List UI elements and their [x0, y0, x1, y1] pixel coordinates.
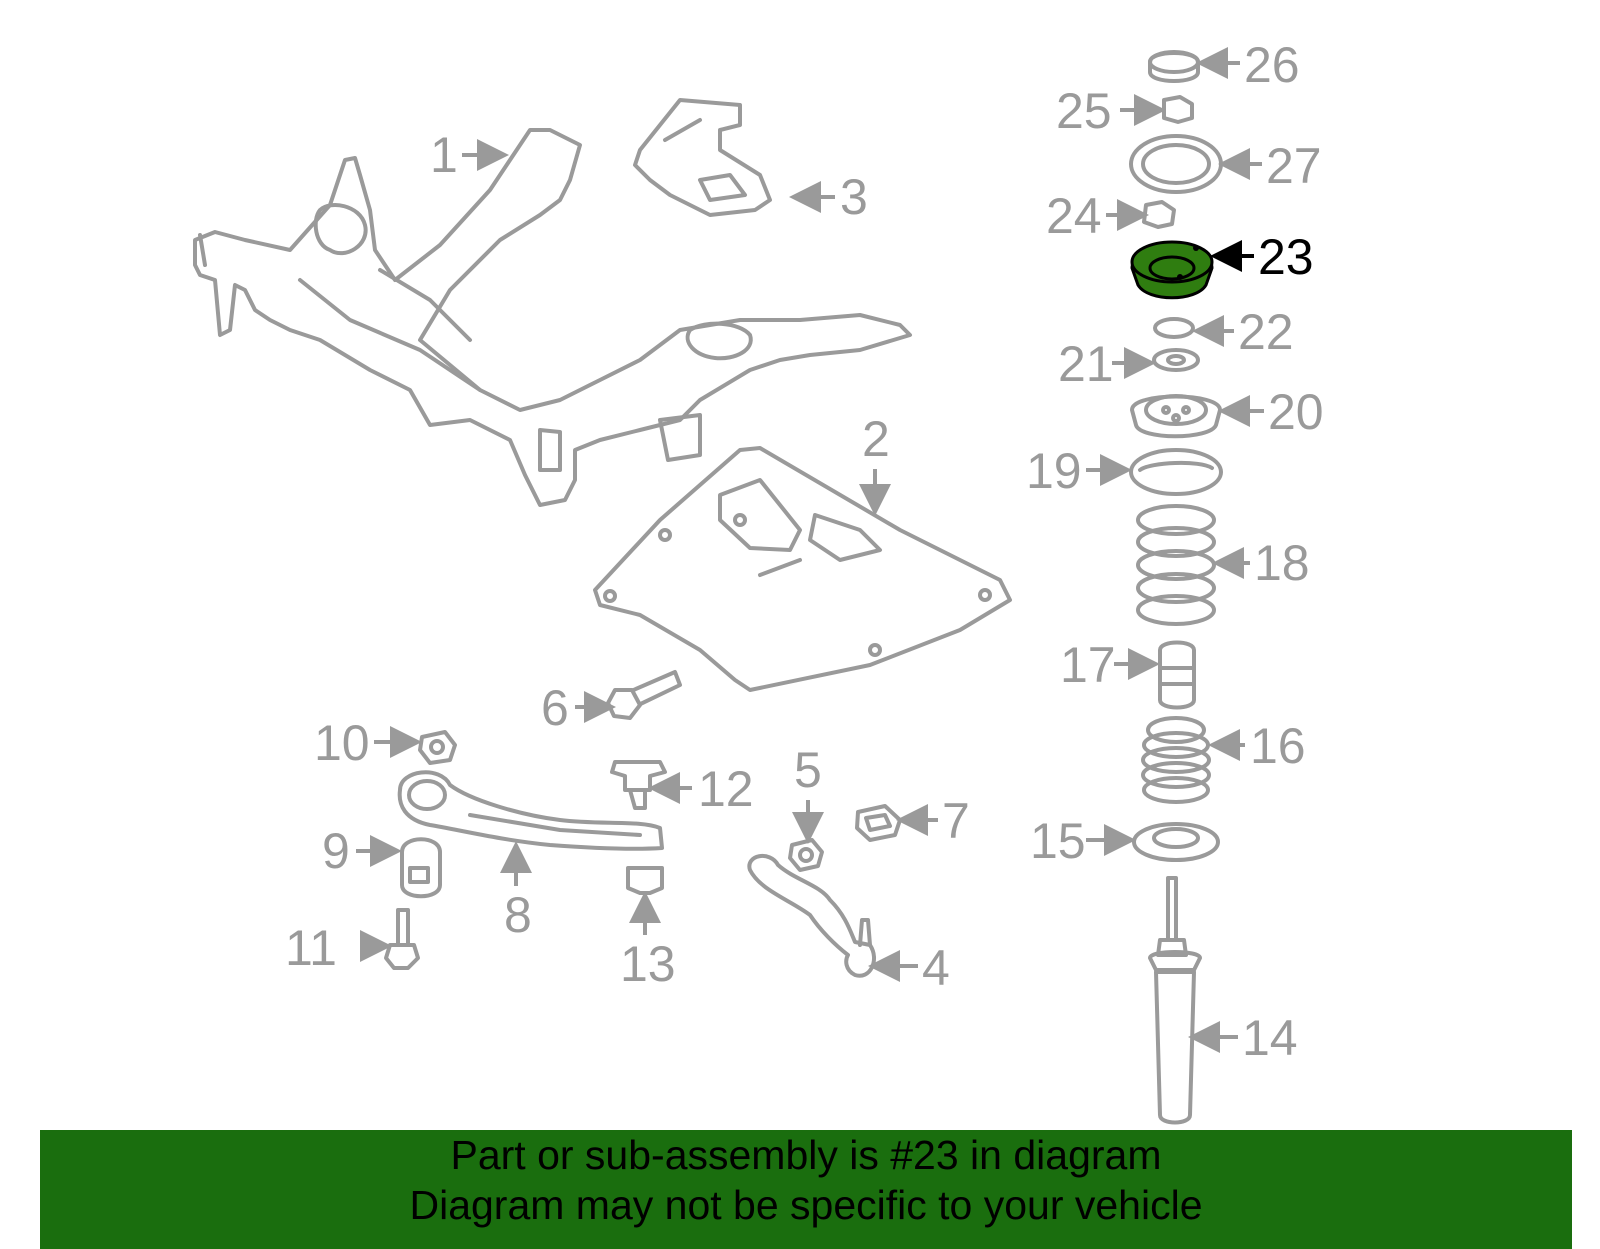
part-13-stopper [626, 866, 664, 895]
callout-11: 11 [285, 920, 337, 976]
leader-lines [356, 47, 1264, 1053]
part-12-ball-joint [610, 760, 667, 810]
callout-14: 14 [1242, 1010, 1298, 1066]
callout-4: 4 [922, 940, 950, 996]
part-24-nut [1142, 200, 1176, 229]
part-3-bracket [633, 98, 772, 217]
callout-12: 12 [698, 761, 754, 817]
callout-21: 21 [1058, 336, 1114, 392]
callout-23: 23 [1258, 229, 1314, 285]
part-9-bushing [400, 837, 442, 899]
part-21-washer [1152, 348, 1200, 372]
part-4-strut [747, 854, 876, 978]
callout-6: 6 [541, 680, 569, 736]
callout-19: 19 [1026, 443, 1082, 499]
callout-16: 16 [1250, 718, 1306, 774]
callout-20: 20 [1268, 384, 1324, 440]
callout-1: 1 [430, 127, 458, 183]
callout-labels: 1 2 3 4 5 6 7 8 9 10 11 12 13 14 15 16 1… [285, 37, 1324, 1066]
part-10-nut [418, 730, 457, 765]
part-22-washer [1153, 317, 1195, 339]
callout-25: 25 [1056, 83, 1112, 139]
callout-3: 3 [840, 169, 868, 225]
part-5-nut [788, 838, 824, 872]
callout-2: 2 [862, 411, 890, 467]
part-26-cap [1148, 50, 1200, 83]
part-23-strut-mount [1130, 240, 1214, 300]
callout-10: 10 [314, 715, 370, 771]
part-17-bump-stop [1158, 640, 1196, 710]
callout-13: 13 [620, 936, 676, 992]
callout-24: 24 [1046, 188, 1102, 244]
part-11-bolt [384, 908, 420, 970]
banner-line-disclaimer: Diagram may not be specific to your vehi… [409, 1182, 1203, 1228]
part-1-subframe [193, 128, 912, 507]
part-8-control-arm [397, 770, 664, 851]
callout-9: 9 [322, 823, 350, 879]
part-20-bearing [1130, 394, 1222, 439]
part-25-nut [1162, 95, 1194, 124]
callout-26: 26 [1244, 37, 1300, 93]
part-14-shock [1148, 876, 1202, 1125]
callout-27: 27 [1266, 138, 1322, 194]
callout-18: 18 [1254, 535, 1310, 591]
callout-8: 8 [504, 887, 532, 943]
callout-17: 17 [1060, 637, 1116, 693]
part-18-spring [1136, 504, 1216, 626]
part-15-lower-seat [1132, 822, 1220, 862]
part-6-bolt [606, 670, 682, 720]
part-2-shield [593, 446, 1012, 692]
info-banner: Part or sub-assembly is #23 in diagram D… [40, 1130, 1572, 1249]
callout-22: 22 [1238, 304, 1294, 360]
banner-line-part: Part or sub-assembly is #23 in diagram [450, 1132, 1162, 1178]
part-27-ring [1129, 134, 1223, 194]
callout-15: 15 [1030, 813, 1086, 869]
callout-5: 5 [794, 742, 822, 798]
part-19-seat [1129, 448, 1223, 496]
callout-7: 7 [942, 793, 970, 849]
part-16-boot [1141, 716, 1211, 804]
part-7-nut [855, 804, 902, 842]
